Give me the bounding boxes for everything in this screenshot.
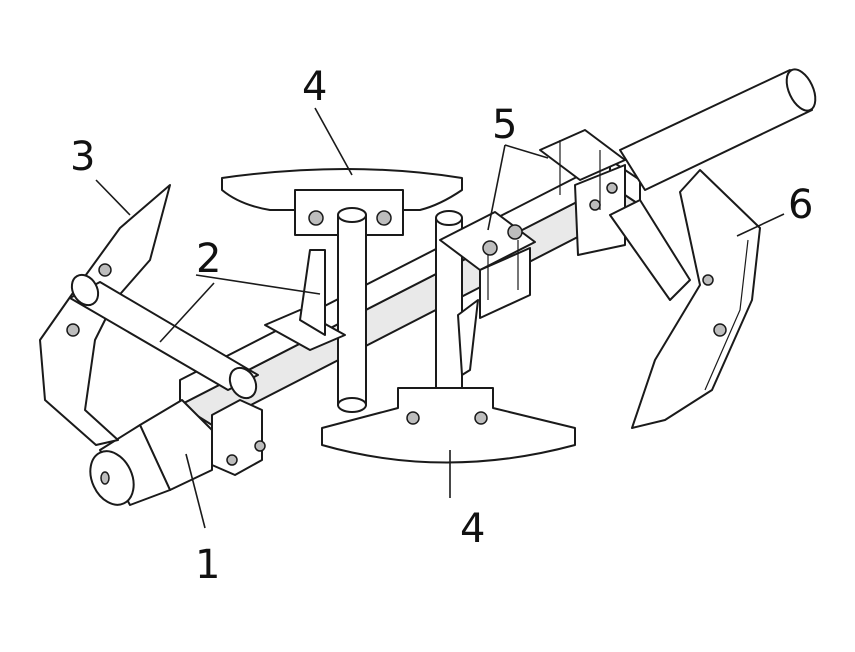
bottom-disc-assembly [321, 387, 576, 464]
callout-2: 2 [196, 236, 221, 282]
callout-6: 6 [788, 182, 813, 228]
callout-3: 3 [70, 134, 95, 180]
front-hub [89, 399, 213, 506]
rear-strut [609, 199, 691, 301]
front-clamp [211, 399, 266, 476]
rear-shaft [619, 68, 817, 191]
top-disc-assembly [221, 168, 463, 413]
callout-4-top: 4 [302, 64, 327, 110]
callout-5: 5 [492, 102, 517, 148]
cross-bar [69, 273, 259, 400]
right-blade [631, 169, 761, 429]
u-bolt-clamp [439, 129, 626, 319]
callout-4-bottom: 4 [460, 506, 485, 552]
leader-lines [95, 107, 785, 529]
callout-1: 1 [195, 542, 220, 588]
